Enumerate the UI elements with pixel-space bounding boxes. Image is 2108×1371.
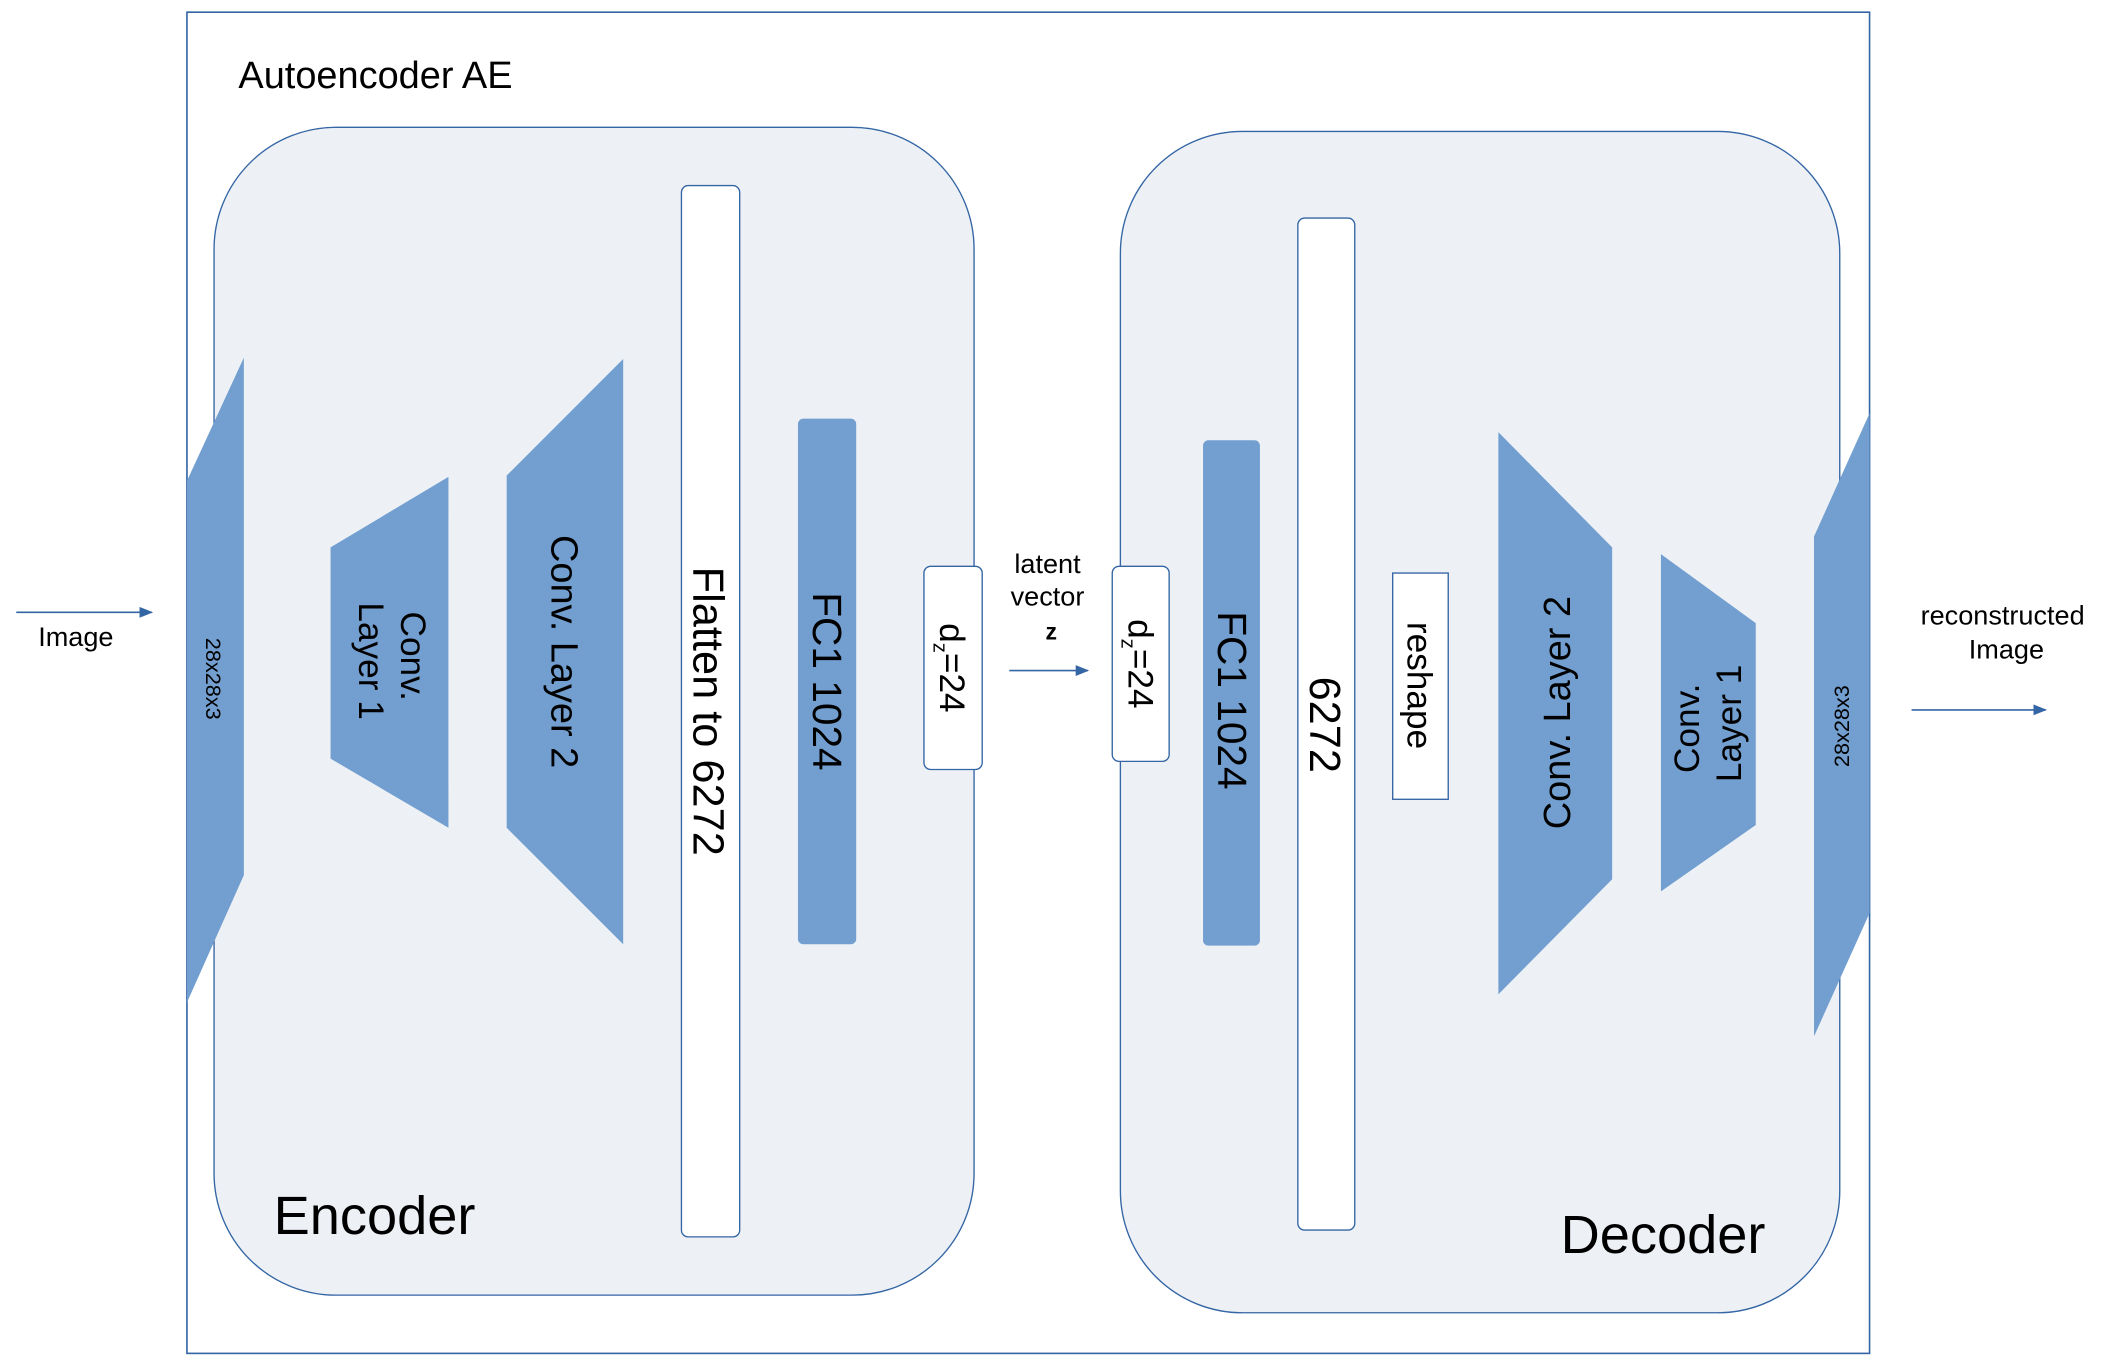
output-label: reconstructed Image: [1921, 600, 2093, 665]
decoder-conv1-label: Conv. Layer 1: [1668, 665, 1749, 782]
latent-line1: latent: [1014, 548, 1081, 579]
decoder-output-layer: [1814, 413, 1870, 1037]
encoder-conv1-line2: Layer 1: [351, 602, 390, 719]
encoder-dz-val: =24: [932, 653, 971, 713]
encoder-fc1-label: FC1 1024: [804, 592, 850, 770]
decoder-dz-d: d: [1121, 619, 1160, 639]
latent-line3: z: [1046, 618, 1058, 644]
encoder-input-layer: [186, 357, 244, 1003]
decoder-dz-sub: z: [1117, 639, 1139, 649]
encoder-label: Encoder: [274, 1186, 476, 1246]
encoder-latent-box: [923, 565, 983, 771]
latent-label: latent vector z: [1011, 548, 1092, 644]
decoder-latent-box: [1111, 565, 1170, 763]
output-label-line1: reconstructed: [1921, 600, 2085, 631]
decoder-conv2-label: Conv. Layer 2: [1537, 596, 1579, 829]
encoder-fc1-block: [797, 418, 857, 945]
encoder-latent-dim: dz=24: [928, 623, 971, 712]
decoder-latent-dim: dz=24: [1117, 619, 1160, 708]
encoder-dz-sub: z: [928, 643, 950, 653]
decoder-label: Decoder: [1561, 1205, 1766, 1265]
encoder-dz-d: d: [932, 623, 971, 643]
encoder-conv1-line1: Conv.: [393, 612, 432, 701]
reshape-label: reshape: [1400, 622, 1439, 749]
decoder-fc1-block: [1203, 440, 1260, 946]
encoder-conv1-label: Conv. Layer 1: [351, 602, 432, 719]
output-label-line2: Image: [1969, 633, 2044, 664]
decoder-conv-layer-2: [1498, 432, 1613, 995]
diagram-title: Autoencoder AE: [238, 55, 512, 97]
encoder-conv-layer-1: [330, 476, 449, 828]
encoder-input-dim: 28x28x3: [201, 638, 226, 720]
decoder-dense-block: [1297, 217, 1356, 1231]
latent-line2: vector: [1011, 581, 1085, 612]
encoder-conv-layer-2: [506, 359, 624, 945]
flatten-label: Flatten to 6272: [684, 567, 732, 856]
decoder-conv1-line2: Layer 1: [1710, 665, 1749, 782]
decoder-output-dim: 28x28x3: [1829, 685, 1854, 767]
decoder-conv-layer-1: [1660, 554, 1756, 892]
reshape-block: [1392, 572, 1449, 800]
decoder-fc1-label: FC1 1024: [1209, 611, 1255, 789]
input-label: Image: [38, 621, 113, 652]
decoder-conv1-line1: Conv.: [1668, 684, 1707, 773]
decoder-dense-label: 6272: [1300, 677, 1348, 773]
flatten-block: [680, 184, 741, 1238]
encoder-conv2-label: Conv. Layer 2: [542, 535, 584, 768]
decoder-dz-val: =24: [1121, 649, 1160, 709]
